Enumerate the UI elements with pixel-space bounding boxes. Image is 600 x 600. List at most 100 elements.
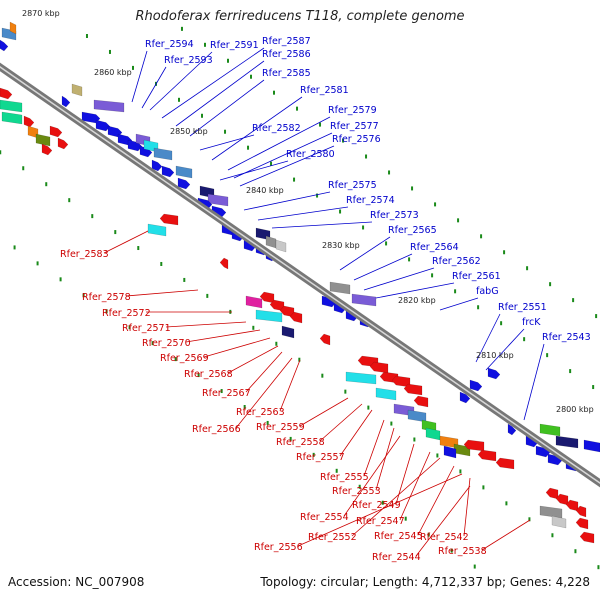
- gene-feature: [0, 99, 23, 113]
- gene-label-forward: Rfer_2561: [452, 271, 501, 282]
- leader-line-reverse: [165, 321, 247, 328]
- gene-label-reverse: Rfer_2559: [256, 422, 305, 433]
- kbp-label: 2800 kbp: [556, 405, 594, 414]
- gene-feature: [153, 147, 173, 161]
- gene-label-reverse: Rfer_2563: [236, 407, 285, 418]
- gene-feature: [539, 423, 561, 437]
- gene-feature: [0, 87, 13, 100]
- gene-feature: [487, 367, 501, 380]
- leader-line-reverse: [375, 427, 395, 491]
- tick-marks: [0, 26, 600, 570]
- gene-label-forward: fabG: [476, 286, 499, 297]
- gene-label-reverse: Rfer_2571: [122, 323, 171, 334]
- gene-feature: [425, 427, 441, 441]
- gene-feature: [23, 115, 35, 128]
- leader-line-forward: [271, 221, 373, 229]
- gene-label-forward: Rfer_2586: [262, 49, 311, 60]
- gene-feature: [545, 487, 559, 500]
- gene-feature: [539, 505, 563, 519]
- gene-label-reverse: Rfer_2583: [60, 249, 109, 260]
- leader-line-reverse: [417, 465, 455, 536]
- kbp-label: 2840 kbp: [246, 186, 284, 195]
- gene-feature: [265, 235, 277, 249]
- leader-line-reverse: [185, 329, 261, 343]
- gene-label-forward: Rfer_2591: [210, 40, 259, 51]
- gene-feature: [35, 133, 51, 147]
- gene-label-forward: Rfer_2573: [370, 210, 419, 221]
- gene-feature: [507, 423, 517, 436]
- gene-feature: [469, 379, 483, 392]
- leader-line-reverse: [481, 519, 531, 551]
- kbp-label: 2810 kbp: [476, 351, 514, 360]
- gene-feature: [0, 39, 9, 52]
- gene-label-reverse: Rfer_2567: [202, 388, 251, 399]
- gene-label-reverse: Rfer_2557: [296, 452, 345, 463]
- leader-line-forward: [161, 47, 265, 119]
- gene-feature: [403, 383, 423, 396]
- gene-feature: [329, 281, 351, 295]
- leader-line-forward: [131, 50, 148, 103]
- gene-label-reverse: Rfer_2566: [192, 424, 241, 435]
- gene-label-forward: Rfer_2593: [164, 55, 213, 66]
- gene-feature: [9, 21, 17, 35]
- gene-feature: [219, 257, 229, 270]
- leader-line-reverse: [245, 351, 283, 393]
- leader-line-reverse: [203, 337, 271, 358]
- gene-feature: [463, 439, 485, 452]
- kbp-label: 2860 kbp: [94, 68, 132, 77]
- kbp-label: 2870 kbp: [22, 9, 60, 18]
- kbp-label: 2850 kbp: [170, 127, 208, 136]
- leader-line-forward: [233, 132, 333, 179]
- gene-label-forward: Rfer_2582: [252, 123, 301, 134]
- genome-summary: Topology: circular; Length: 4,712,337 bp…: [260, 575, 590, 589]
- leader-line-reverse: [319, 403, 363, 442]
- gene-feature: [177, 177, 191, 190]
- map-title: Rhodoferax ferrireducens T118, complete …: [135, 9, 465, 24]
- leader-line-forward: [211, 96, 303, 161]
- leader-line-forward: [189, 79, 265, 137]
- gene-label-reverse: Rfer_2556: [254, 542, 303, 553]
- gene-feature: [413, 395, 429, 408]
- gene-label-forward: Rfer_2579: [328, 105, 377, 116]
- gene-feature: [49, 125, 63, 138]
- leader-line-forward: [239, 145, 335, 187]
- gene-feature: [71, 83, 83, 97]
- leader-line-forward: [375, 282, 455, 299]
- gene-label-reverse: Rfer_2558: [276, 437, 325, 448]
- gene-label-reverse: Rfer_2545: [374, 531, 423, 542]
- gene-label-reverse: Rfer_2552: [308, 532, 357, 543]
- leader-line-reverse: [125, 289, 199, 297]
- gene-feature: [159, 213, 179, 226]
- gene-feature: [255, 309, 283, 323]
- accession-text: Accession: NC_007908: [8, 575, 145, 589]
- gene-feature: [319, 333, 331, 346]
- gene-feature: [161, 165, 175, 178]
- kbp-label: 2820 kbp: [398, 296, 436, 305]
- gene-label-forward: Rfer_2562: [432, 256, 481, 267]
- gene-label-forward: Rfer_2574: [346, 195, 395, 206]
- gene-label-forward: Rfer_2581: [300, 85, 349, 96]
- gene-feature: [555, 435, 579, 449]
- gene-feature: [495, 457, 515, 470]
- gene-label-reverse: Rfer_2554: [300, 512, 349, 523]
- gene-label-forward: Rfer_2594: [145, 39, 194, 50]
- gene-label-reverse: Rfer_2568: [184, 369, 233, 380]
- gene-feature: [477, 449, 497, 462]
- gene-feature: [41, 143, 53, 156]
- gene-label-reverse: Rfer_2569: [160, 353, 209, 364]
- leader-line-forward: [219, 160, 289, 181]
- gene-label-forward: Rfer_2580: [286, 149, 335, 160]
- leader-line-forward: [523, 343, 545, 421]
- gene-feature: [275, 239, 287, 253]
- gene-label-reverse: Rfer_2538: [438, 546, 487, 557]
- leader-line-forward: [243, 191, 331, 211]
- genome-backbone: [0, 62, 600, 488]
- gene-label-reverse: Rfer_2547: [356, 516, 405, 527]
- gene-label-forward: Rfer_2565: [388, 225, 437, 236]
- kbp-label: 2830 kbp: [322, 241, 360, 250]
- gene-label-reverse: Rfer_2544: [372, 552, 421, 563]
- gene-feature: [351, 293, 377, 307]
- gene-feature: [551, 515, 567, 529]
- gene-feature: [245, 295, 263, 309]
